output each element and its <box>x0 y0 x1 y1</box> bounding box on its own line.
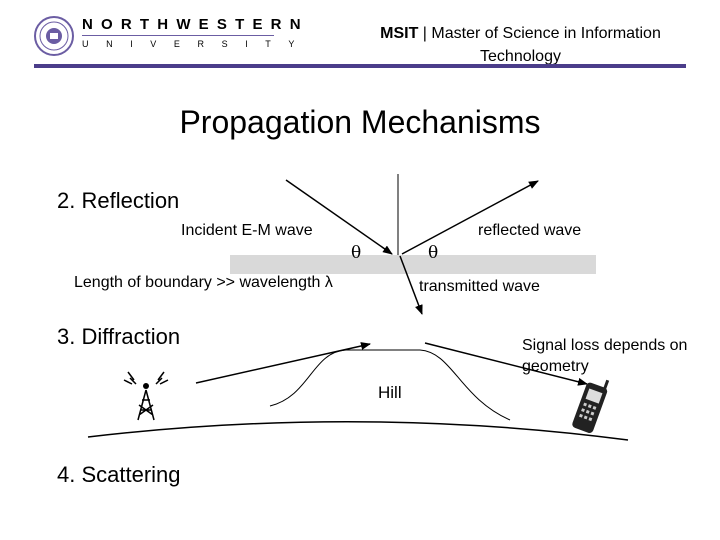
ground-line <box>88 422 628 440</box>
boundary-surface <box>230 255 596 274</box>
cellphone-icon <box>571 374 611 434</box>
diffraction-heading: 3. Diffraction <box>57 324 180 350</box>
reflection-heading: 2. Reflection <box>57 188 179 214</box>
incident-angle-label: θ <box>351 243 361 263</box>
diffraction-incoming-arrow <box>196 344 370 383</box>
reflected-wave-label: reflected wave <box>478 222 581 240</box>
hill-label: Hill <box>378 383 402 403</box>
reflected-wave-arrow <box>402 181 538 254</box>
scattering-heading: 4. Scattering <box>57 462 181 488</box>
transmitter-tower-icon <box>124 372 168 420</box>
incident-wave-arrow <box>286 180 392 254</box>
transmitted-wave-label: transmitted wave <box>419 278 540 296</box>
reflected-angle-label: θ <box>428 243 438 263</box>
incident-wave-label: Incident E-M wave <box>181 222 313 240</box>
boundary-length-label: Length of boundary >> wavelength λ <box>74 274 333 292</box>
signal-loss-note: Signal loss depends on geometry <box>522 335 692 377</box>
